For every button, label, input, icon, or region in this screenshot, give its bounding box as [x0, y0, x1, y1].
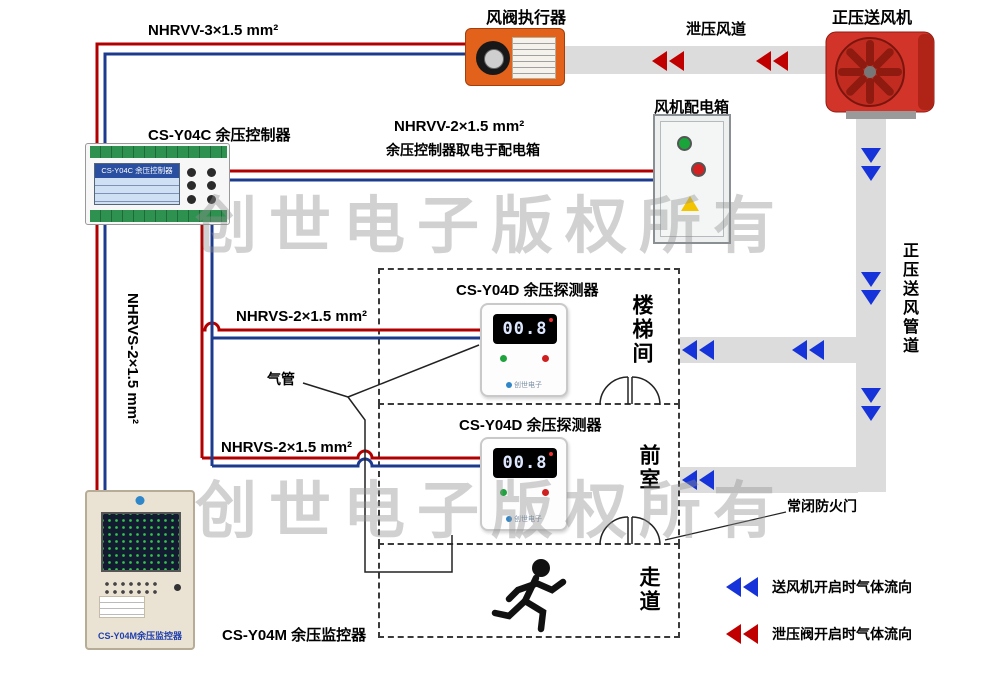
- fan-graphic-icon: [825, 31, 935, 119]
- supply-fan: [818, 26, 943, 126]
- cable-note-mid: 余压控制器取电于配电箱: [386, 142, 540, 158]
- controller-screen: CS-Y04C 余压控制器: [94, 163, 180, 205]
- cable-label-top: NHRVV-3×1.5 mm²: [148, 22, 279, 39]
- controller-buttons: [183, 168, 219, 204]
- fan-power-box: [653, 114, 731, 244]
- air-tube-label: 气管: [267, 371, 295, 387]
- terminal-strip-bottom: [90, 210, 227, 222]
- controller-screen-body: [95, 178, 179, 204]
- monitor-keypad: [103, 580, 161, 596]
- monitor-label: CS-Y04M 余压监控器: [222, 627, 367, 644]
- alarm-led-icon: [541, 355, 549, 362]
- cable-label-branch1: NHRVS-2×1.5 mm²: [236, 308, 368, 325]
- left-flow-arrows-blue-icon: [682, 340, 824, 490]
- power-led-icon: [549, 318, 553, 322]
- air-tube-lines: [302, 344, 480, 573]
- cable-label-left-vertical: NHRVS-2×1.5 mm²: [124, 293, 141, 425]
- alarm-led-icon: [541, 489, 549, 496]
- warning-icon: [681, 196, 699, 211]
- normal-led-icon: [499, 355, 507, 362]
- detector-display: 00.8: [493, 314, 557, 344]
- keyhole-icon: [174, 584, 181, 591]
- detector-indicators: [482, 355, 566, 362]
- power-box-label: 风机配电箱: [654, 99, 730, 116]
- pressure-detector-frontroom: 00.8 创世电子: [480, 437, 568, 531]
- supply-duct-label: 正压送风管道: [900, 242, 917, 356]
- damper-actuator: [465, 28, 565, 86]
- pressure-detector-stairwell: 00.8 创世电子: [480, 303, 568, 397]
- blue-flow-arrow-icon: [726, 577, 758, 597]
- power-led-icon: [549, 452, 553, 456]
- normal-led-icon: [499, 489, 507, 496]
- controller-screen-title: CS-Y04C 余压控制器: [95, 164, 179, 178]
- monitor-label-card: [99, 596, 145, 618]
- detector2-title: CS-Y04D 余压探测器: [459, 417, 602, 434]
- actuator-label: 风阀执行器: [486, 10, 567, 27]
- stop-button: [691, 162, 706, 177]
- relief-flow-arrows-red-icon: [652, 51, 788, 71]
- fan-power-box-panel: [660, 121, 724, 237]
- legend-supply-flow-text: 送风机开启时气体流向: [772, 579, 912, 595]
- room-label-corridor: 走道: [637, 566, 660, 614]
- room-box-corridor: [378, 543, 680, 638]
- blue-wires: [103, 52, 653, 492]
- detector-brand: 创世电子: [482, 514, 566, 524]
- down-flow-arrows-blue-icon: [861, 148, 881, 421]
- cable-label-mid: NHRVV-2×1.5 mm²: [394, 118, 525, 135]
- red-flow-arrow-icon: [726, 624, 758, 644]
- fire-door-label: 常闭防火门: [787, 498, 857, 514]
- fire-door-leader-line: [664, 511, 787, 541]
- legend-relief-flow: 泄压阀开启时气体流向: [726, 623, 912, 645]
- monitor-panel-text: CS-Y04M余压监控器: [97, 631, 182, 641]
- running-person-icon: [491, 559, 567, 633]
- pressure-controller-device: CS-Y04C 余压控制器: [85, 143, 230, 225]
- actuator-label-plate: [512, 37, 556, 79]
- controller-label: CS-Y04C 余压控制器: [148, 127, 291, 144]
- fire-door-symbols: [599, 376, 661, 546]
- relief-duct-label: 泄压风道: [686, 21, 747, 38]
- start-button: [677, 136, 692, 151]
- legend-relief-flow-text: 泄压阀开启时气体流向: [772, 626, 912, 642]
- detector-display-value: 00.8: [502, 453, 548, 473]
- terminal-strip-top: [90, 146, 227, 158]
- legend-supply-flow: 送风机开启时气体流向: [726, 576, 912, 598]
- pressure-monitor-cabinet: CS-Y04M余压监控器: [85, 490, 195, 650]
- detector-display-value: 00.8: [502, 319, 548, 339]
- monitor-screen: [101, 512, 181, 572]
- brand-logo-icon: [135, 496, 145, 505]
- room-label-frontroom: 前室: [637, 444, 660, 492]
- detector-indicators: [482, 489, 566, 496]
- room-label-stairwell: 楼梯间: [630, 294, 653, 366]
- cable-label-branch2: NHRVS-2×1.5 mm²: [221, 439, 353, 456]
- fan-label: 正压送风机: [832, 10, 913, 27]
- detector-brand: 创世电子: [482, 380, 566, 390]
- detector-display: 00.8: [493, 448, 557, 478]
- detector1-title: CS-Y04D 余压探测器: [456, 282, 599, 299]
- actuator-dial-icon: [476, 41, 510, 75]
